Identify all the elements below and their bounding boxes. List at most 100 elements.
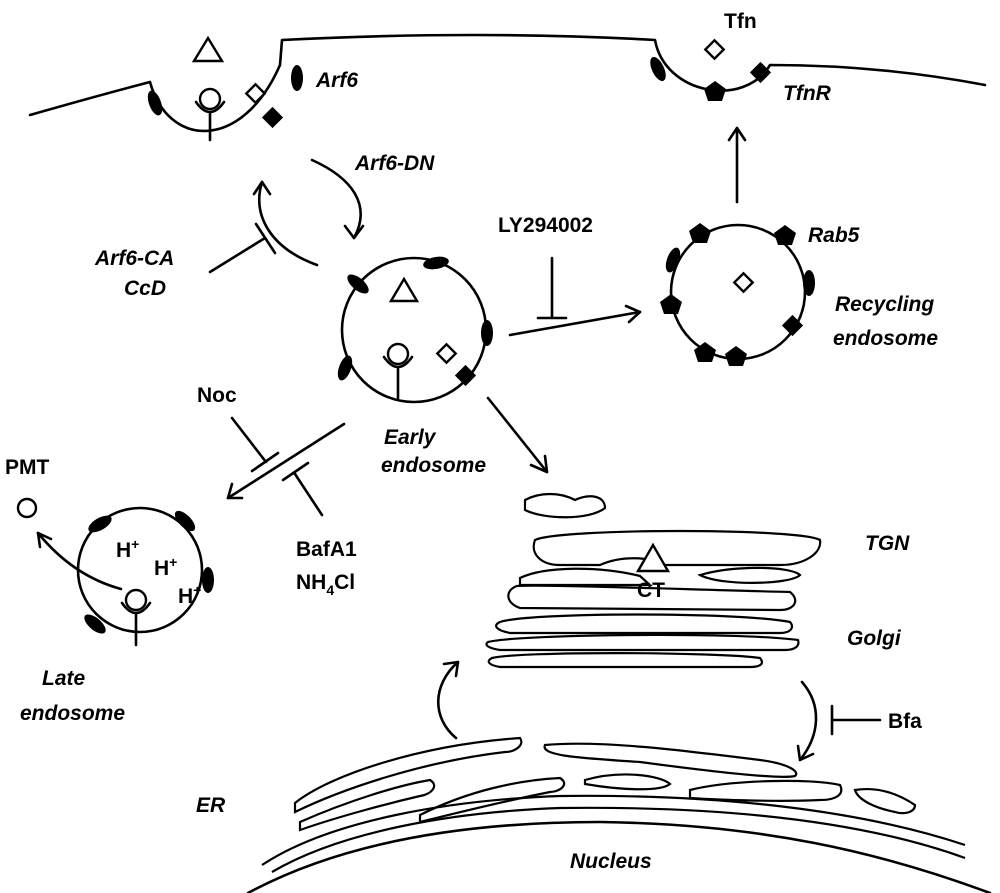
late-endosome-label: endosome: [20, 702, 125, 725]
arrow-head: [529, 454, 549, 474]
bfa-inhibition: [830, 704, 882, 736]
arf6-marker: [337, 355, 353, 381]
arrow-er-to-golgi: [436, 660, 460, 740]
pmt-toxin: [16, 497, 38, 519]
tgn-cisterna: [518, 566, 802, 587]
pmt-receptor: [382, 355, 414, 400]
rab5-pentagon: [694, 342, 716, 362]
bafa1-label: BafA1: [296, 538, 357, 561]
tfnr-diamond: [454, 364, 477, 387]
recycling-endosome-membrane: [669, 223, 807, 361]
arrow-to-tgn: [486, 396, 549, 474]
arf6-marker: [665, 247, 681, 273]
arf6-marker: [88, 515, 112, 533]
tgn-label: TGN: [865, 532, 910, 555]
noc-inhibition: [230, 416, 280, 473]
recycling-endosome-label: Recycling: [835, 293, 934, 316]
arf6-marker: [650, 56, 666, 82]
arf6-marker: [423, 256, 449, 270]
arrow-head: [36, 531, 53, 549]
tfn-diamond: [435, 342, 458, 365]
arrow-head: [624, 304, 642, 324]
tfn-diamond: [732, 271, 755, 294]
tfn-diamond: [703, 38, 726, 61]
golgi-cisterna: [485, 633, 800, 652]
rab5-pentagon: [704, 81, 726, 101]
noc-label: Noc: [197, 384, 237, 407]
ct-label: CT: [637, 579, 665, 602]
rab5-pentagon: [774, 225, 796, 245]
late-endosome: H+ H+ H+ Late endosome: [20, 506, 214, 725]
tgn-cisterna: [532, 529, 822, 567]
recycling-endosome: Rab5 Recycling endosome: [660, 223, 938, 366]
er-sheet: [261, 794, 966, 866]
tfn-membrane-site: Tfn TfnR: [650, 10, 832, 105]
tfn-label: Tfn: [724, 10, 757, 33]
er-sheet: [853, 788, 917, 815]
cholera-toxin-triangle: [191, 35, 225, 63]
tfnr-label: TfnR: [783, 82, 832, 105]
er-sheet: [583, 773, 672, 791]
tgn-cisterna: [507, 584, 797, 612]
plasma-membrane-left: [28, 33, 987, 133]
arf6-marker: [291, 65, 303, 91]
golgi-cisterna: [495, 613, 794, 635]
recycling-endosome-label: endosome: [833, 327, 938, 350]
rab5-pentagon: [689, 223, 711, 243]
pmt-receptor-ligand: [198, 87, 222, 111]
ccd-label: CcD: [124, 277, 166, 300]
pmt-receptor-ligand: [124, 588, 148, 612]
pmt-receptor: [194, 100, 226, 142]
early-endosome-label: endosome: [381, 454, 486, 477]
arrow-head: [727, 126, 747, 142]
tfnr-diamond: [749, 61, 772, 84]
rab5-pentagon: [725, 346, 747, 366]
ly294002-label: LY294002: [498, 214, 593, 237]
arrow-to-early-endosome: [310, 158, 362, 240]
pmt-receptor-ligand: [386, 342, 410, 366]
early-endosome-label: Early: [384, 426, 437, 449]
tfn-diamond: [244, 82, 267, 105]
tfnr-diamond: [781, 314, 804, 337]
cholera-toxin-triangle: [635, 542, 671, 573]
cholera-toxin-triangle: [388, 276, 420, 303]
arrow-to-pmt: [36, 531, 123, 591]
arrow-to-membrane: [258, 180, 319, 267]
arf6-ca-label: Arf6-CA: [94, 247, 174, 270]
arf6-marker: [174, 510, 196, 532]
arf6-dn-label: Arf6-DN: [354, 152, 435, 175]
pmt-receptor: [120, 601, 152, 647]
er-sheet: [271, 806, 966, 873]
arf6-label: Arf6: [315, 69, 358, 92]
arf6-marker: [84, 614, 106, 634]
golgi-apparatus: CT TGN Golgi: [485, 492, 910, 669]
er-sheet: [293, 736, 523, 814]
arrow-head: [343, 224, 365, 240]
early-endosome: Early endosome: [337, 256, 493, 477]
tgn-vesicle: [523, 492, 607, 519]
ly294002-inhibition: [536, 256, 568, 320]
nucleus-label: Nucleus: [570, 850, 652, 873]
er-sheet: [543, 742, 798, 779]
er-sheet: [298, 778, 436, 832]
golgi-label: Golgi: [847, 627, 902, 650]
arrow-head: [796, 744, 815, 762]
bafa1-inhibition: [281, 461, 324, 517]
h-plus-label: H+: [154, 554, 177, 580]
h-plus-label: H+: [178, 582, 201, 608]
arf6-marker: [481, 320, 493, 346]
rab5-label: Rab5: [808, 224, 860, 247]
arrow-golgi-to-er: [798, 680, 818, 762]
arrow-head: [252, 180, 272, 196]
tfnr-diamond: [261, 106, 284, 129]
arf6-marker: [347, 274, 369, 294]
rab5-pentagon: [660, 294, 682, 314]
er-sheet: [688, 779, 843, 802]
pmt-label: PMT: [5, 456, 50, 479]
arrow-to-recycling-endosome: [508, 310, 642, 337]
late-endosome-label: Late: [42, 667, 86, 690]
nh4cl-label: NH4Cl: [296, 571, 355, 598]
er-label: ER: [196, 794, 226, 817]
arrow-head: [442, 660, 460, 678]
